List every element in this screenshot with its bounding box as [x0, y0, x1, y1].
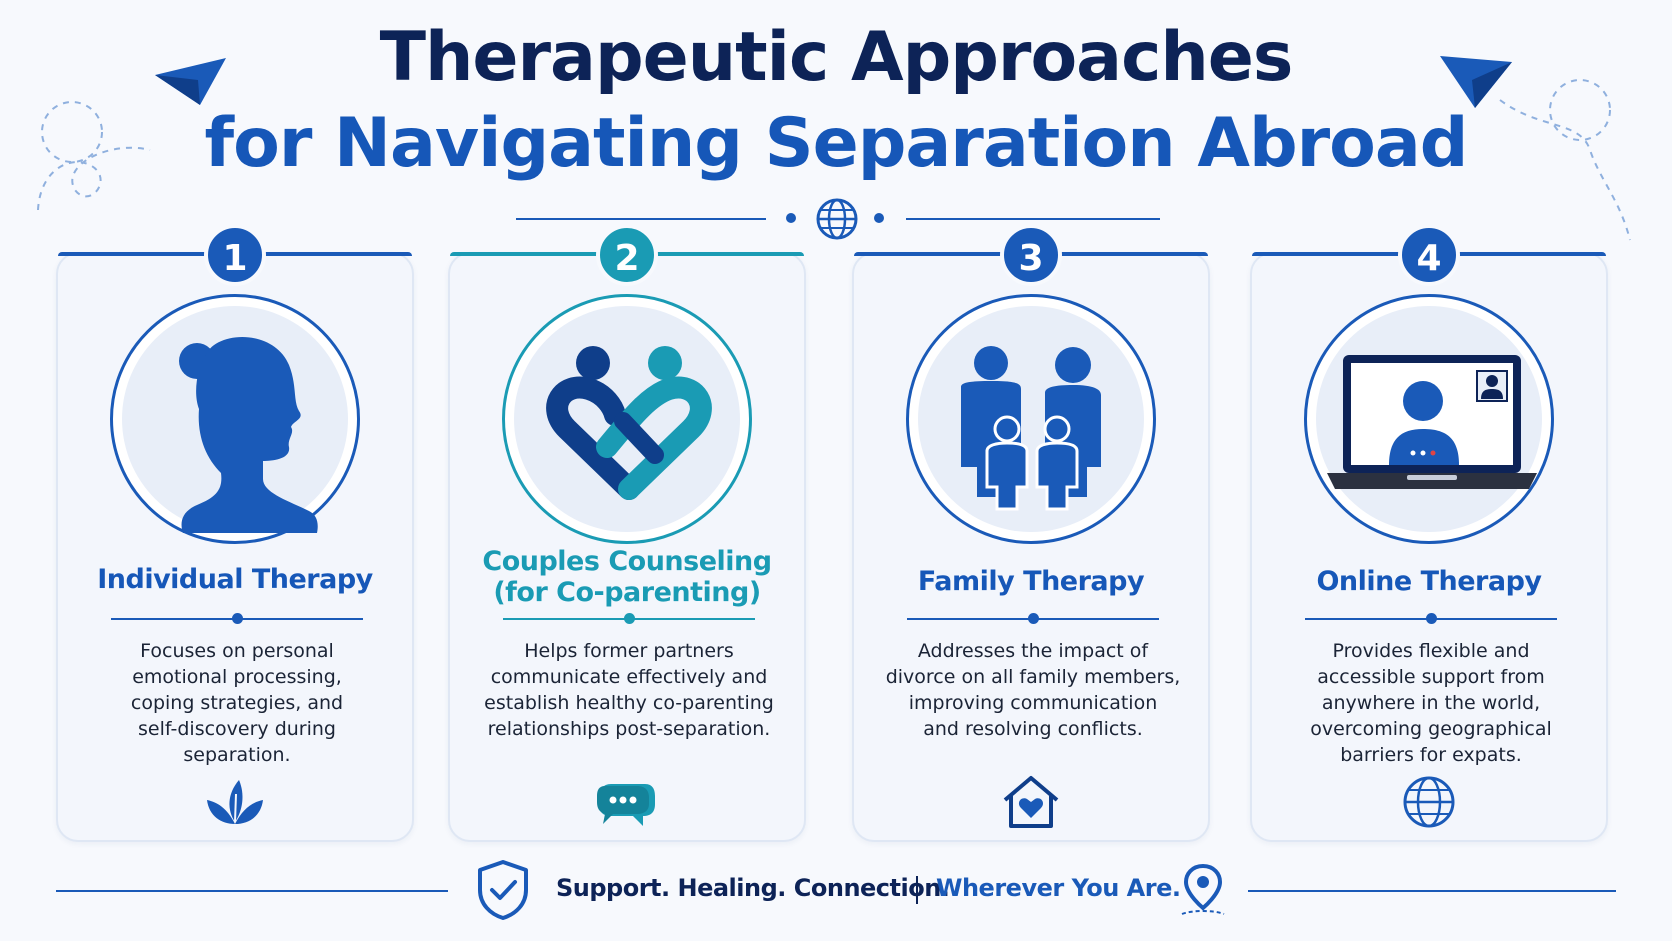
footer-tagline-part1: Support. Healing. Connection.: [556, 874, 950, 902]
card-couples-counseling: 2 Couples Counseling (for Co-parenting) …: [448, 224, 806, 842]
card-title: Couples Counseling (for Co-parenting): [482, 546, 772, 608]
woman-profile-icon: [179, 336, 318, 533]
card-icon-circle: [1304, 294, 1554, 544]
card-number-badge: 1: [204, 224, 266, 286]
title-divider-dot-left: [786, 213, 796, 223]
paper-plane-right-icon: [1440, 56, 1631, 241]
card-icon-circle: [110, 294, 360, 544]
card-description: Focuses on personal emotional processing…: [130, 640, 344, 766]
card-description: Provides flexible and accessible support…: [1310, 640, 1552, 766]
paper-plane-left-icon: [37, 58, 226, 211]
card-description: Addresses the impact of divorce on all f…: [885, 640, 1181, 740]
title-divider-right: [906, 218, 1160, 220]
card-title: Online Therapy: [1316, 566, 1542, 597]
title-divider-dot-right: [874, 213, 884, 223]
card-number-badge: 2: [596, 224, 658, 286]
map-pin-icon: [1181, 863, 1225, 915]
card-number-badge: 4: [1398, 224, 1460, 286]
globe-icon: [1403, 776, 1455, 828]
title-divider-left: [516, 218, 766, 220]
page-title-line1: Therapeutic Approaches: [379, 18, 1294, 97]
footer-rule-right: [1248, 890, 1616, 892]
leaf-sprout-icon: [207, 780, 263, 824]
footer-rule-left: [56, 890, 448, 892]
globe-icon: [816, 198, 858, 240]
card-number-badge: 3: [1000, 224, 1062, 286]
card-icon-circle: [906, 294, 1156, 544]
card-title: Individual Therapy: [97, 564, 373, 595]
footer-tagline-part2: Wherever You Are.: [936, 874, 1181, 902]
couple-heart-icon: [546, 346, 712, 500]
page-title-line2: for Navigating Separation Abroad: [204, 104, 1469, 183]
laptop-video-call-icon: [1327, 355, 1537, 489]
house-heart-icon: [1003, 776, 1059, 828]
card-icon-circle: [502, 294, 752, 544]
card-online-therapy: 4 Online Therapy Provide: [1250, 224, 1608, 842]
card-title: Family Therapy: [917, 566, 1145, 597]
footer-separator: [916, 876, 918, 904]
family-group-icon: [961, 346, 1101, 511]
card-description: Helps former partners communicate effect…: [484, 640, 774, 740]
chat-bubbles-icon: [597, 784, 655, 826]
shield-check-icon: [478, 860, 528, 920]
card-individual-therapy: 1 Individual Therapy Focuses on personal…: [56, 224, 414, 842]
card-family-therapy: 3 Family Therapy Addresses the impact of…: [852, 224, 1210, 842]
